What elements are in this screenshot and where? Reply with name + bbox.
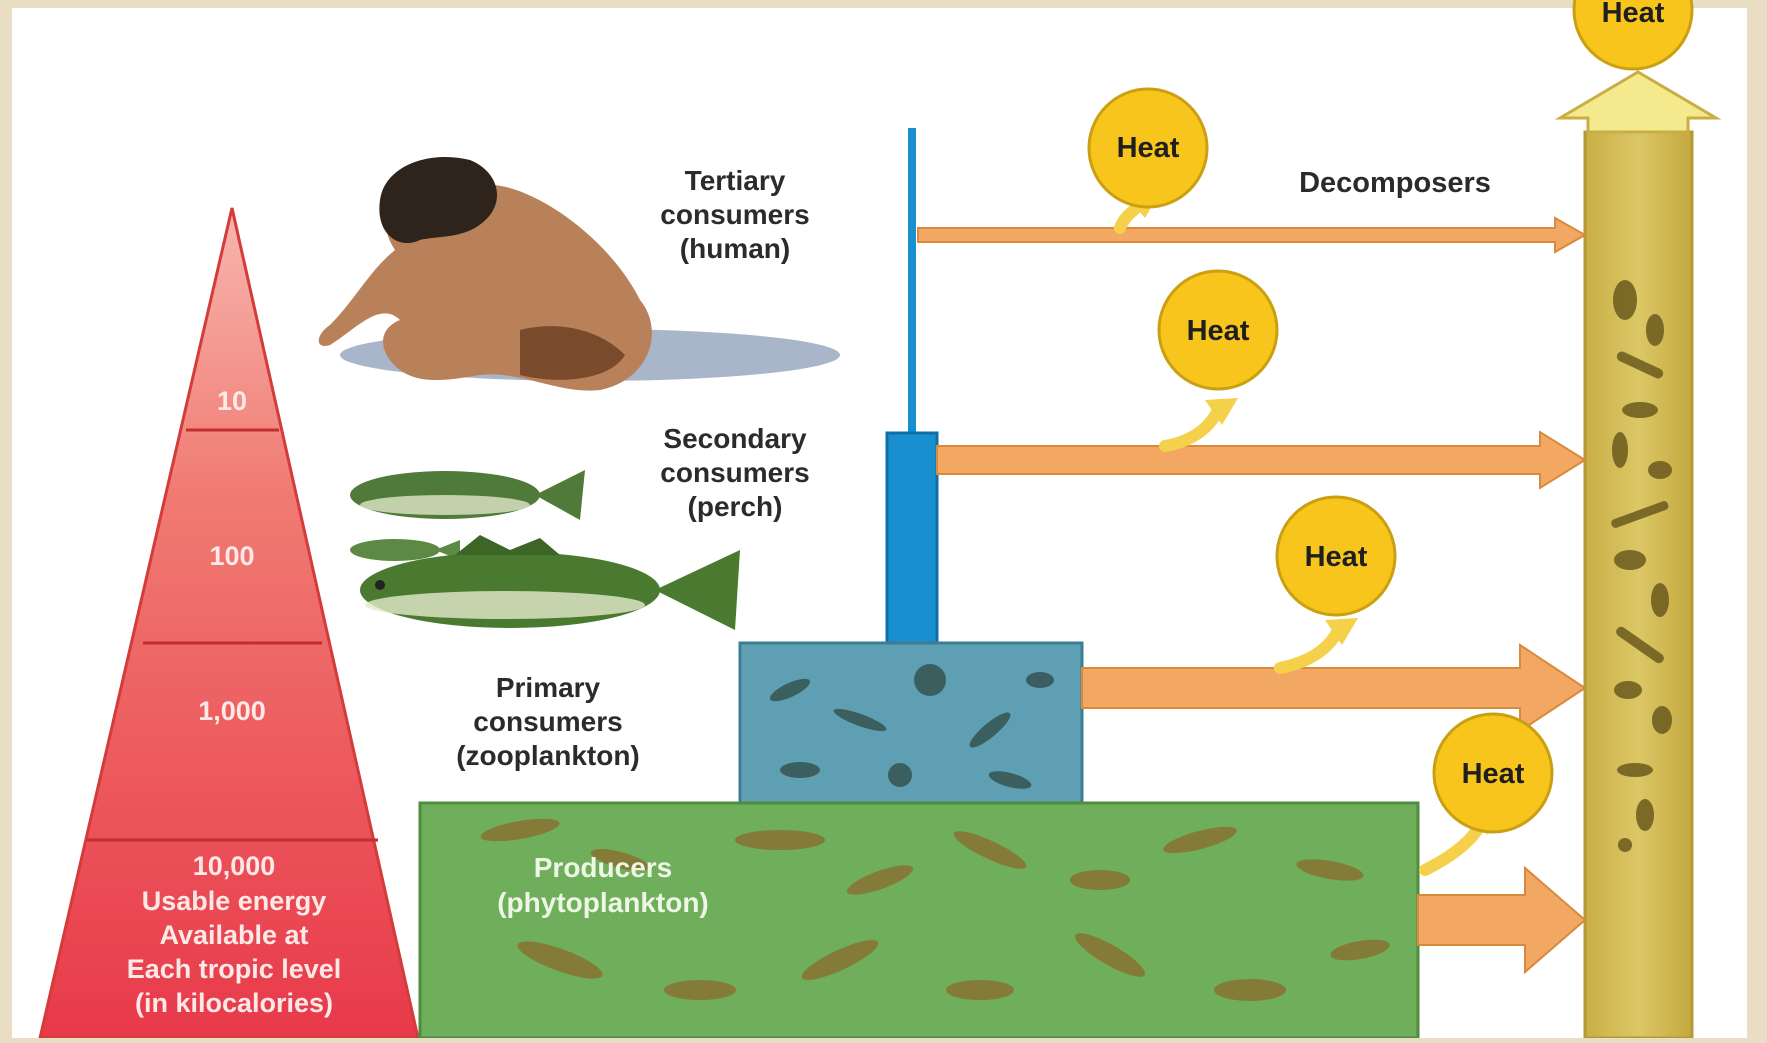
pyramid-caption-line3: Each tropic level	[127, 954, 342, 984]
tertiary-line3: (human)	[680, 233, 790, 264]
primary-line1: Primary	[496, 672, 601, 703]
producers-line2: (phytoplankton)	[497, 887, 709, 918]
producers-line1: Producers	[534, 852, 673, 883]
heat-label: Heat	[1462, 758, 1525, 790]
primary-line2: consumers	[473, 706, 622, 737]
heat-bubble-producers: Heat	[1434, 714, 1552, 832]
producers-block	[420, 803, 1418, 1038]
heat-label: Heat	[1305, 541, 1368, 573]
heat-label: Heat	[1602, 0, 1665, 29]
pyramid-caption-line2: Available at	[159, 920, 308, 950]
heat-bubble-primary: Heat	[1277, 497, 1395, 615]
pyramid-level-10: 10	[217, 386, 247, 416]
pyramid-caption-line1: Usable energy	[142, 886, 327, 916]
secondary-block	[887, 433, 937, 643]
tertiary-line2: consumers	[660, 199, 809, 230]
pyramid-caption-line4: (in kilocalories)	[135, 988, 333, 1018]
pyramid-level-10000: 10,000	[193, 851, 276, 881]
primary-line3: (zooplankton)	[456, 740, 640, 771]
decomposers-label: Decomposers	[1299, 167, 1491, 199]
secondary-line1: Secondary	[663, 423, 807, 454]
heat-bubble-secondary: Heat	[1159, 271, 1277, 389]
heat-bubble-tertiary: Heat	[1089, 89, 1207, 207]
heat-label: Heat	[1187, 315, 1250, 347]
tertiary-stem	[908, 128, 916, 433]
heat-label: Heat	[1117, 132, 1180, 164]
secondary-line3: (perch)	[688, 491, 783, 522]
tertiary-line1: Tertiary	[685, 165, 786, 196]
pyramid-level-100: 100	[209, 541, 254, 571]
pyramid-level-1000: 1,000	[198, 696, 266, 726]
zooplankton-block	[740, 643, 1082, 803]
secondary-line2: consumers	[660, 457, 809, 488]
